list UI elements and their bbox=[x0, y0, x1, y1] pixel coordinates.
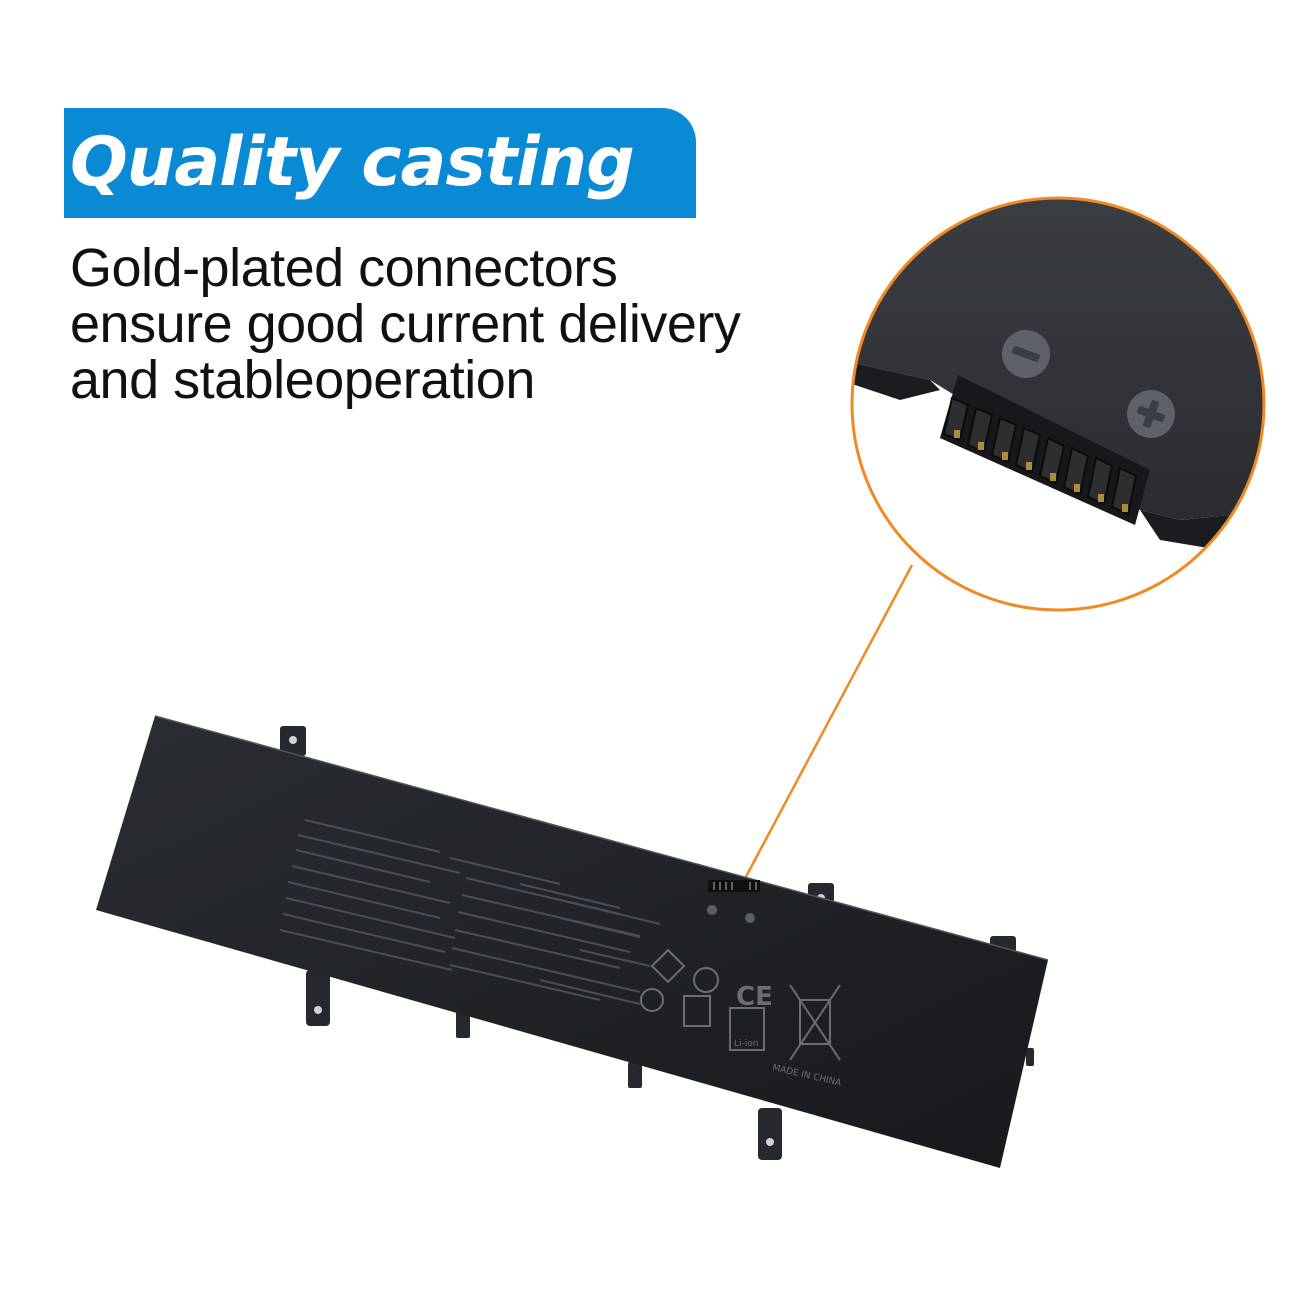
li-ion-mark: Li-ion bbox=[734, 1039, 758, 1049]
plus-icon bbox=[1127, 390, 1175, 438]
banner-title: Quality casting bbox=[70, 123, 635, 202]
callout-leader-line bbox=[739, 564, 914, 887]
feature-description: Gold-plated connectors ensure good curre… bbox=[70, 240, 810, 408]
title-banner: Quality casting bbox=[64, 108, 696, 218]
minus-icon bbox=[1002, 330, 1050, 378]
certification-marks bbox=[640, 948, 841, 1061]
description-line-2: ensure good current delivery bbox=[70, 294, 741, 354]
battery-label-text bbox=[279, 819, 661, 1005]
connector-zoom-callout bbox=[850, 196, 1266, 612]
ce-mark: CE bbox=[736, 982, 773, 1012]
battery-connector bbox=[707, 880, 760, 923]
zoom-circle-border bbox=[850, 196, 1266, 612]
battery-body bbox=[96, 716, 1048, 1168]
description-line-3: and stableoperation bbox=[70, 350, 535, 410]
description-line-1: Gold-plated connectors bbox=[70, 238, 618, 298]
